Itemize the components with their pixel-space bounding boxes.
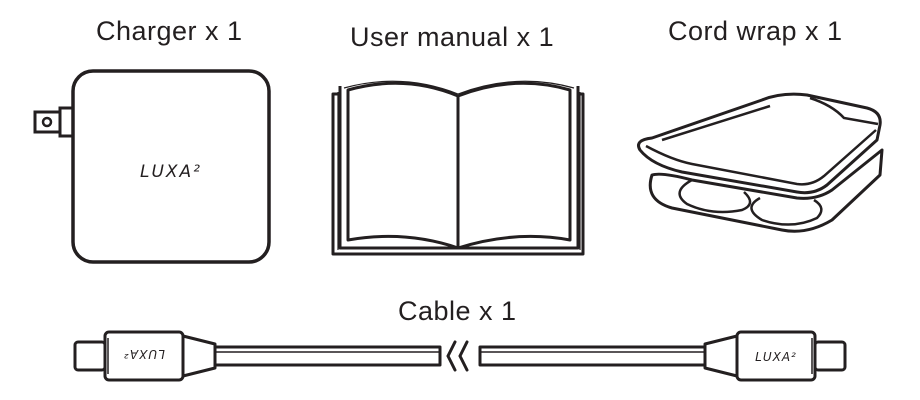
cable-right-logo: LUXA²: [755, 350, 797, 364]
cable-break-icon: [446, 340, 469, 372]
charger-logo: LUXA²: [140, 162, 202, 182]
open-book-icon: [331, 80, 585, 256]
charger-caption: Charger x 1: [96, 16, 243, 46]
charger-icon: LUXA²: [33, 69, 271, 264]
usb-c-cable-icon: LUXA² LUXA²: [73, 330, 847, 382]
cable-left-logo: LUXA²: [123, 347, 165, 361]
cable-caption: Cable x 1: [398, 296, 517, 326]
cord-wrap-icon: [637, 92, 884, 233]
cord-wrap-caption: Cord wrap x 1: [668, 16, 843, 46]
manual-caption: User manual x 1: [350, 22, 555, 52]
